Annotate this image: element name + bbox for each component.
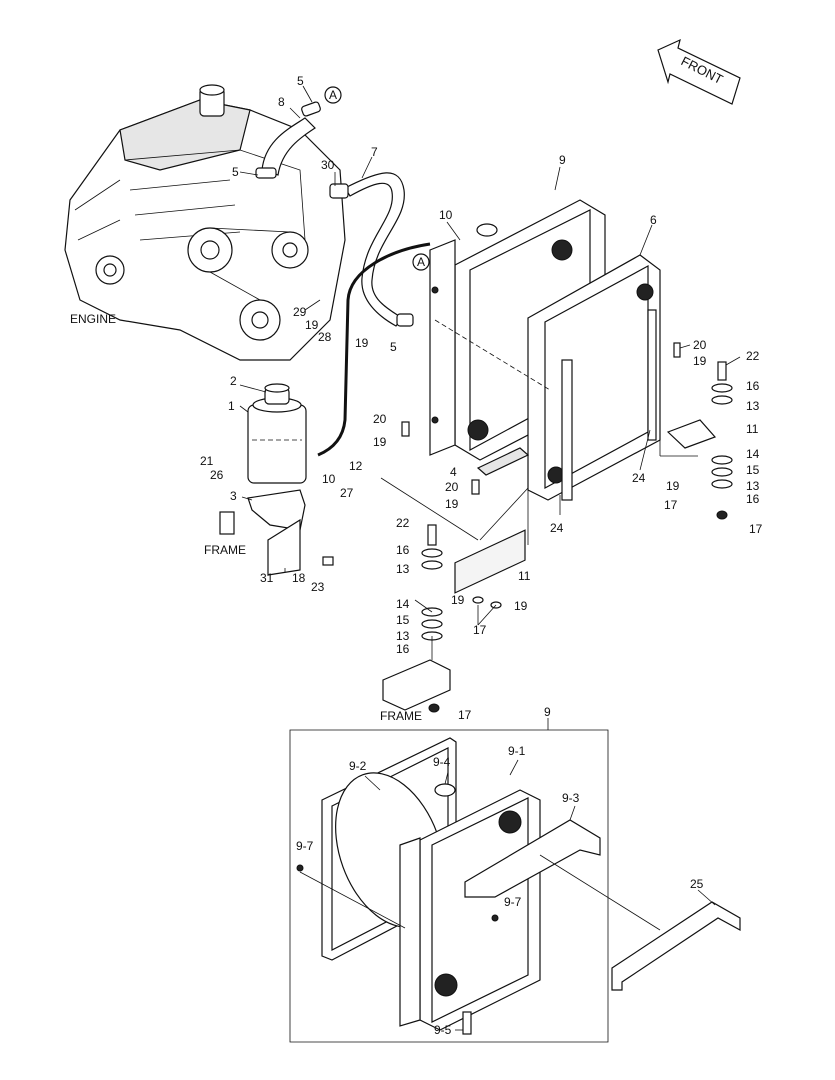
- callout-16d: 16: [396, 642, 410, 656]
- callout-5b: 5: [232, 165, 239, 179]
- callout-13d: 13: [396, 629, 410, 643]
- radiator-detail-box: [289, 529, 661, 1043]
- callout-6: 6: [650, 213, 657, 227]
- callout-5c: 5: [390, 340, 397, 354]
- callout-14b: 14: [396, 597, 410, 611]
- fan-shroud-6: [527, 254, 661, 501]
- callout-13b: 13: [746, 479, 760, 493]
- callout-14a: 14: [746, 447, 760, 461]
- upper-hose-8: A: [255, 86, 342, 179]
- marker-a-top: A: [329, 88, 337, 102]
- callout-11b: 11: [518, 569, 531, 583]
- callout-23: 23: [311, 580, 325, 594]
- bolt-23: [322, 556, 334, 566]
- callout-28: 28: [318, 330, 332, 344]
- frame-block: [382, 659, 451, 711]
- callout-8: 8: [278, 95, 285, 109]
- bolt-20-center: [471, 479, 480, 495]
- callout-9-4: 9-4: [433, 755, 451, 769]
- callout-17d: 17: [458, 708, 472, 722]
- callout-26: 26: [210, 468, 224, 482]
- callout-3: 3: [230, 489, 237, 503]
- rail-25: [611, 901, 741, 991]
- callout-19f: 19: [445, 497, 459, 511]
- callout-17a: 17: [664, 498, 678, 512]
- bracket-3: [219, 489, 306, 576]
- callout-18: 18: [292, 571, 306, 585]
- callout-4: 4: [450, 465, 457, 479]
- callout-9a: 9: [559, 153, 566, 167]
- callout-7: 7: [371, 145, 378, 159]
- callout-17c: 17: [473, 623, 487, 637]
- callout-16b: 16: [746, 492, 760, 506]
- callout-19d: 19: [666, 479, 680, 493]
- callout-19b: 19: [355, 336, 369, 350]
- callout-2: 2: [230, 374, 237, 388]
- callout-9-7a: 9-7: [296, 839, 314, 853]
- callout-19e: 19: [373, 435, 387, 449]
- frame-label-top: FRAME: [204, 543, 246, 557]
- callout-22b: 22: [396, 516, 410, 530]
- callout-19c: 19: [693, 354, 707, 368]
- callout-13c: 13: [396, 562, 410, 576]
- mount-stack-right: [666, 342, 733, 520]
- callout-9-5: 9-5: [434, 1023, 452, 1037]
- plate-4: [476, 447, 530, 476]
- callout-19a: 19: [305, 318, 319, 332]
- callout-9-7b: 9-7: [504, 895, 522, 909]
- callout-25: 25: [690, 877, 704, 891]
- callout-10a: 10: [439, 208, 453, 222]
- callout-20c: 20: [445, 480, 459, 494]
- callout-1: 1: [228, 399, 235, 413]
- overflow-tube-12: [317, 242, 431, 457]
- callout-16a: 16: [746, 379, 760, 393]
- callout-16c: 16: [396, 543, 410, 557]
- callout-21: 21: [200, 454, 214, 468]
- leader-lines: [239, 85, 741, 660]
- callout-9-3: 9-3: [562, 791, 580, 805]
- lower-hose-7: A: [329, 172, 430, 327]
- callout-15a: 15: [746, 463, 760, 477]
- callout-19g: 19: [451, 593, 465, 607]
- front-direction-arrow: FRONT: [657, 38, 741, 105]
- callout-12: 12: [349, 459, 363, 473]
- callout-20b: 20: [373, 412, 387, 426]
- callout-9b: 9: [544, 705, 551, 719]
- callout-11a: 11: [746, 422, 759, 436]
- callout-19h: 19: [514, 599, 528, 613]
- callout-13a: 13: [746, 399, 760, 413]
- callout-22a: 22: [746, 349, 760, 363]
- frame-label-bottom: FRAME: [380, 709, 422, 723]
- callout-30: 30: [321, 158, 335, 172]
- engine-label: ENGINE: [70, 312, 116, 326]
- reservoir-tank-1: [247, 383, 307, 484]
- callout-17b: 17: [749, 522, 763, 536]
- callout-15b: 15: [396, 613, 410, 627]
- callout-24b: 24: [550, 521, 564, 535]
- callout-27: 27: [340, 486, 354, 500]
- callout-5a: 5: [297, 74, 304, 88]
- callout-29: 29: [293, 305, 307, 319]
- callout-10b: 10: [322, 472, 336, 486]
- callout-31: 31: [260, 571, 274, 585]
- callout-24a: 24: [632, 471, 646, 485]
- bolt-20-left: [401, 421, 410, 437]
- marker-a-mid: A: [417, 255, 425, 269]
- callout-9-1: 9-1: [508, 744, 526, 758]
- callout-9-2: 9-2: [349, 759, 367, 773]
- callout-20a: 20: [693, 338, 707, 352]
